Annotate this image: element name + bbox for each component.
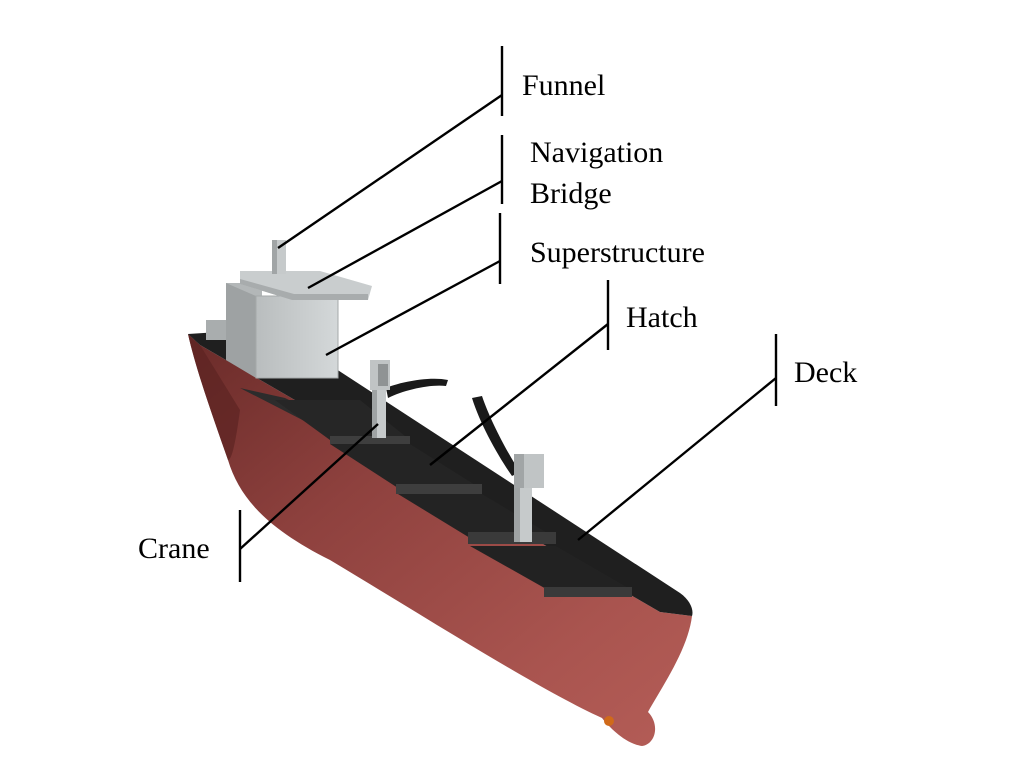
- label-deck: Deck: [794, 356, 857, 389]
- navigation-bridge: [240, 271, 372, 300]
- leader-lines: [238, 46, 778, 582]
- crane-leader: [239, 423, 379, 550]
- label-superstructure: Superstructure: [530, 236, 705, 269]
- crane-2: [472, 396, 544, 542]
- superstructure-leader: [325, 259, 501, 357]
- crane-1: [370, 360, 448, 438]
- label-funnel: Funnel: [522, 69, 605, 102]
- hatch-covers: [240, 388, 632, 597]
- label-navigation-bridge-line2: Bridge: [530, 177, 612, 210]
- navigation-bridge-leader: [307, 179, 503, 290]
- funnel-leader: [277, 94, 503, 249]
- label-hatch: Hatch: [626, 301, 698, 334]
- hatch-leader: [429, 323, 609, 466]
- label-navigation-bridge-line1: Navigation: [530, 136, 663, 169]
- hull: [188, 334, 692, 746]
- bulb-marker: [604, 716, 614, 726]
- deck-leader: [577, 377, 777, 541]
- label-crane: Crane: [138, 532, 210, 565]
- funnel: [272, 240, 286, 274]
- hull-shadow: [188, 334, 240, 460]
- superstructure: [206, 283, 339, 379]
